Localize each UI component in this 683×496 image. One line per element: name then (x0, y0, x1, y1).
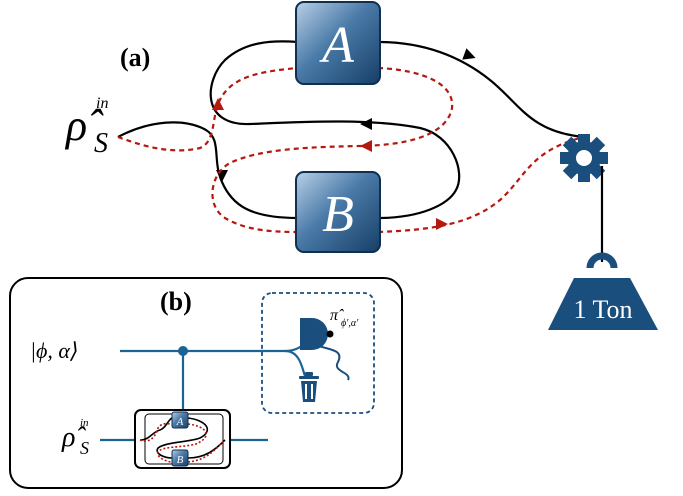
detector-icon (300, 318, 350, 381)
input-state-b-superscript: in (80, 417, 89, 429)
measurement-label: π̂ ϕ′,α′ (330, 307, 359, 329)
black-arrow-3 (216, 170, 228, 182)
black-arrow-1 (462, 48, 476, 60)
box-b-label: B (322, 186, 354, 243)
gear-icon (560, 134, 608, 182)
input-state-b-subscript: S (80, 438, 89, 458)
red-arrow-3 (436, 218, 448, 230)
mini-interferometer: A B (134, 409, 231, 469)
input-state-b: ρ̂ in S (61, 417, 89, 458)
panel-b-frame (9, 277, 403, 489)
panel-b-label: (b) (160, 287, 192, 316)
black-arrow-2 (360, 118, 372, 130)
box-b: B (295, 171, 381, 253)
measurement-box (261, 292, 375, 414)
circuit-wires (100, 336, 316, 442)
box-a-label: A (319, 17, 354, 74)
input-state-a-subscript: S (94, 128, 108, 159)
weight-label: 1 Ton (573, 295, 632, 324)
red-path (117, 66, 585, 234)
weight-icon: 1 Ton (548, 252, 658, 330)
red-arrow-2 (360, 140, 372, 152)
control-state-label: |ϕ, α⟩ (30, 338, 79, 363)
mini-box-b-label: B (177, 454, 184, 466)
trash-icon (299, 372, 319, 402)
black-path (117, 40, 585, 220)
input-state-a: ρ̂ in S (64, 95, 108, 159)
control-dot (178, 346, 188, 356)
red-arrow-1 (212, 98, 224, 110)
mini-box-a-label: A (176, 416, 184, 428)
input-state-a-superscript: in (96, 95, 108, 112)
box-a: A (295, 1, 381, 85)
measurement-subscript: ϕ′,α′ (341, 318, 359, 329)
panel-a-label: (a) (120, 43, 150, 72)
